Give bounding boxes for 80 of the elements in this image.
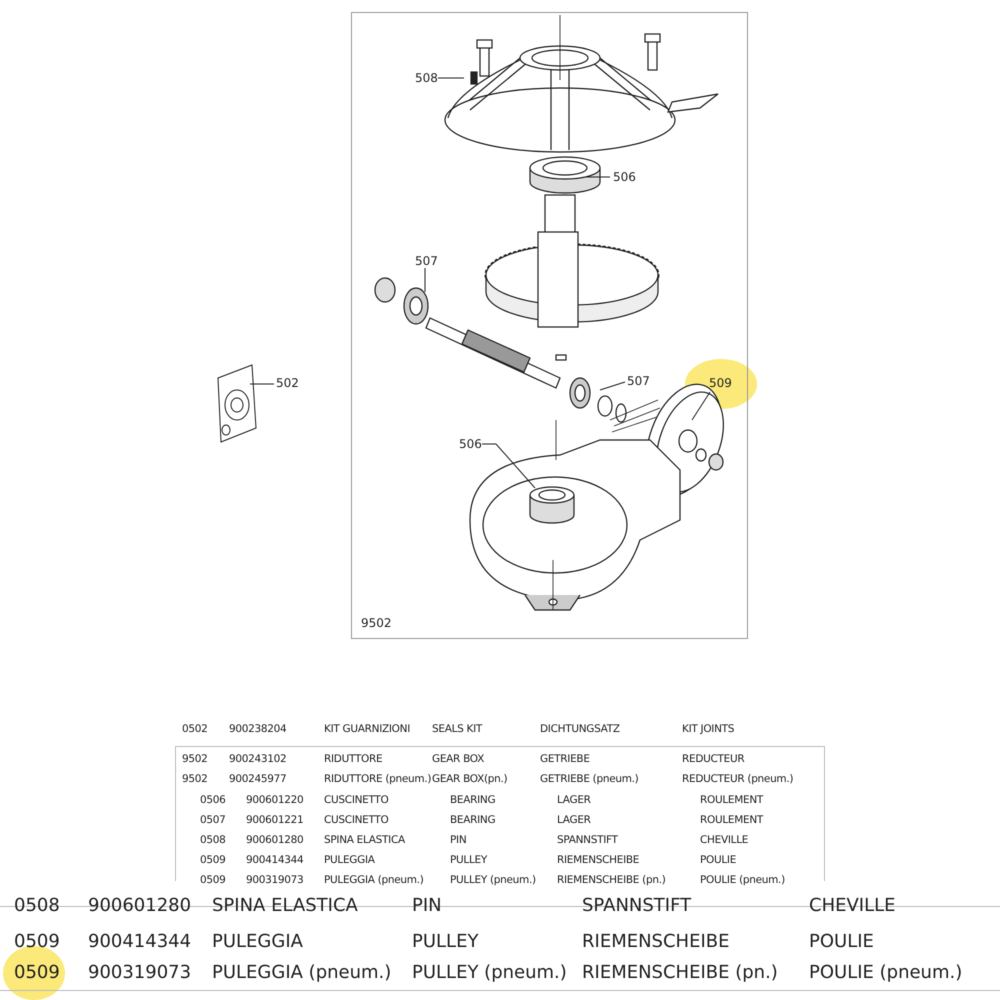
table-cell: RIEMENSCHEIBE (pn.) xyxy=(582,962,778,983)
table-cell: ROULEMENT xyxy=(700,794,763,806)
table-cell: 0509 xyxy=(200,874,226,886)
table-cell: LAGER xyxy=(557,814,591,826)
leader-line xyxy=(584,176,610,178)
table-cell: PULLEY (pneum.) xyxy=(450,874,536,886)
table-cell: PULLEY (pneum.) xyxy=(412,962,567,983)
table-cell: PIN xyxy=(450,834,466,846)
table-cell: PULEGGIA xyxy=(212,931,303,952)
table-cell: 0509 xyxy=(14,931,60,952)
table-cell: 900238204 xyxy=(229,723,286,735)
table-cell: SPINA ELASTICA xyxy=(324,834,405,846)
table-cell: REDUCTEUR (pneum.) xyxy=(682,773,794,785)
table-cell: 900414344 xyxy=(88,931,192,952)
table-cell: 0509 xyxy=(14,962,60,983)
table-cell: 900601280 xyxy=(246,834,304,846)
callout-number: 507 xyxy=(627,374,650,388)
table-cell: POULIE xyxy=(809,931,874,952)
leader-line xyxy=(482,444,536,488)
table-cell: 900319073 xyxy=(246,874,304,886)
table-cell: RIDUTTORE (pneum.) xyxy=(324,773,432,785)
table-cell: REDUCTEUR xyxy=(682,753,744,765)
table-cell: SPINA ELASTICA xyxy=(212,895,358,916)
leader-line xyxy=(424,268,426,292)
table-cell: SPANNSTIFT xyxy=(557,834,618,846)
table-cell: 0509 xyxy=(200,854,226,866)
table-cell: GETRIEBE xyxy=(540,753,590,765)
table-cell: PULLEY xyxy=(450,854,487,866)
table-cell: CHEVILLE xyxy=(700,834,748,846)
table-cell: 900414344 xyxy=(246,854,304,866)
table-cell: PULEGGIA xyxy=(324,854,375,866)
leader-line xyxy=(600,382,626,390)
table-cell: 0508 xyxy=(14,895,60,916)
table-cell: SEALS KIT xyxy=(432,723,482,735)
table-cell: 0506 xyxy=(200,794,226,806)
table-cell: RIEMENSCHEIBE xyxy=(557,854,640,866)
table-cell: CUSCINETTO xyxy=(324,794,389,806)
table-cell: 9502 xyxy=(182,753,208,765)
table-cell: 900601280 xyxy=(88,895,192,916)
table-cell: 900601221 xyxy=(246,814,304,826)
table-cell: 900243102 xyxy=(229,753,286,765)
callout-number: 506 xyxy=(459,437,482,451)
table-cell: CHEVILLE xyxy=(809,895,896,916)
table-cell: LAGER xyxy=(557,794,591,806)
table-cell: BEARING xyxy=(450,794,496,806)
table-cell: CUSCINETTO xyxy=(324,814,389,826)
table-cell: SPANNSTIFT xyxy=(582,895,692,916)
table-cell: GETRIEBE (pneum.) xyxy=(540,773,638,785)
table-cell: POULIE (pneum.) xyxy=(809,962,962,983)
table-cell: GEAR BOX(pn.) xyxy=(432,773,508,785)
table-cell: POULIE (pneum.) xyxy=(700,874,785,886)
table-cell: 900601220 xyxy=(246,794,304,806)
table-cell: KIT GUARNIZIONI xyxy=(324,723,410,735)
table-cell: ROULEMENT xyxy=(700,814,763,826)
drawing-frame xyxy=(351,12,748,639)
table-cell: RIEMENSCHEIBE (pn.) xyxy=(557,874,666,886)
table-cell: PULLEY xyxy=(412,931,478,952)
table-cell: RIDUTTORE xyxy=(324,753,382,765)
callout-number: 508 xyxy=(415,71,438,85)
callout-number: 506 xyxy=(613,170,636,184)
table-cell: DICHTUNGSATZ xyxy=(540,723,620,735)
leader-line xyxy=(692,392,710,420)
table-cell: PULEGGIA (pneum.) xyxy=(324,874,424,886)
table-cell: BEARING xyxy=(450,814,496,826)
table-cell: 900245977 xyxy=(229,773,286,785)
callout-number: 502 xyxy=(276,376,299,390)
table-cell: POULIE xyxy=(700,854,736,866)
table-cell: 900319073 xyxy=(88,962,192,983)
table-cell: GEAR BOX xyxy=(432,753,484,765)
drawing-number: 9502 xyxy=(361,616,392,630)
table-cell: RIEMENSCHEIBE xyxy=(582,931,730,952)
table-cell: 0508 xyxy=(200,834,226,846)
table-cell: PIN xyxy=(412,895,442,916)
table-cell: 9502 xyxy=(182,773,208,785)
table-cell: 0502 xyxy=(182,723,208,735)
table-cell: KIT JOINTS xyxy=(682,723,734,735)
callout-number: 507 xyxy=(415,254,438,268)
table-cell: PULEGGIA (pneum.) xyxy=(212,962,392,983)
table-cell: 0507 xyxy=(200,814,226,826)
callout-number: 509 xyxy=(709,376,732,390)
